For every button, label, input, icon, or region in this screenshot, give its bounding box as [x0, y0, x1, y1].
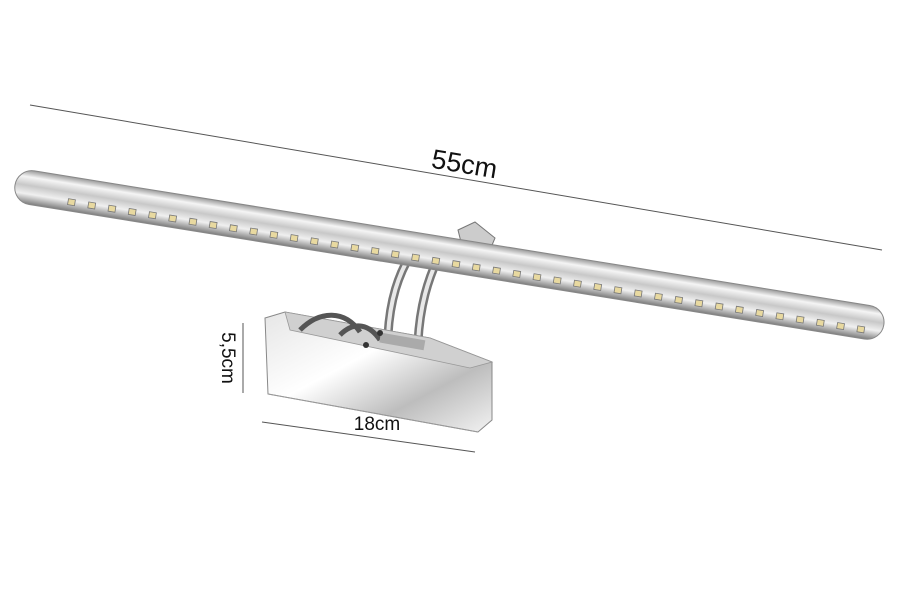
led-chip: [674, 296, 684, 304]
led-chip: [188, 217, 198, 226]
led-chip: [411, 253, 420, 262]
led-chip: [573, 279, 582, 288]
led-chip: [249, 227, 259, 236]
length-dimension-line: [29, 104, 883, 251]
led-chip: [512, 269, 522, 278]
led-chip: [492, 266, 501, 275]
led-row: [67, 198, 866, 334]
led-chip: [309, 237, 319, 246]
led-bar: [14, 170, 885, 340]
lamp-base: [264, 311, 494, 433]
led-chip: [107, 204, 117, 213]
led-chip: [390, 250, 400, 259]
led-chip: [350, 243, 360, 252]
led-chip: [229, 224, 238, 233]
led-chip: [87, 201, 97, 210]
led-chip: [532, 273, 542, 282]
width-dimension-line: [261, 421, 476, 453]
width-label: 18cm: [354, 414, 400, 435]
led-chip: [471, 263, 481, 272]
led-chip: [613, 286, 623, 295]
length-label: 55cm: [429, 144, 499, 184]
led-chip: [654, 292, 663, 301]
led-chip: [775, 312, 785, 321]
led-chip: [836, 322, 845, 331]
led-chip: [815, 318, 825, 327]
led-chip: [714, 302, 724, 311]
led-chip: [633, 289, 643, 298]
led-chip: [289, 234, 299, 243]
led-chip: [148, 211, 157, 220]
led-chip: [593, 282, 603, 291]
led-chip: [694, 299, 704, 308]
led-chip: [269, 230, 279, 239]
height-label: 5,5cm: [217, 332, 238, 384]
led-chip: [795, 315, 805, 324]
led-chip: [370, 247, 380, 256]
led-chip: [755, 309, 765, 318]
led-chip: [208, 221, 218, 229]
led-chip: [431, 256, 441, 265]
led-chip: [127, 208, 137, 216]
led-chip: [552, 276, 562, 285]
led-chip: [734, 305, 744, 314]
led-chip: [168, 214, 178, 223]
led-chip: [856, 325, 866, 334]
led-chip: [330, 240, 339, 249]
led-chip: [451, 260, 461, 269]
led-chip: [67, 198, 76, 207]
